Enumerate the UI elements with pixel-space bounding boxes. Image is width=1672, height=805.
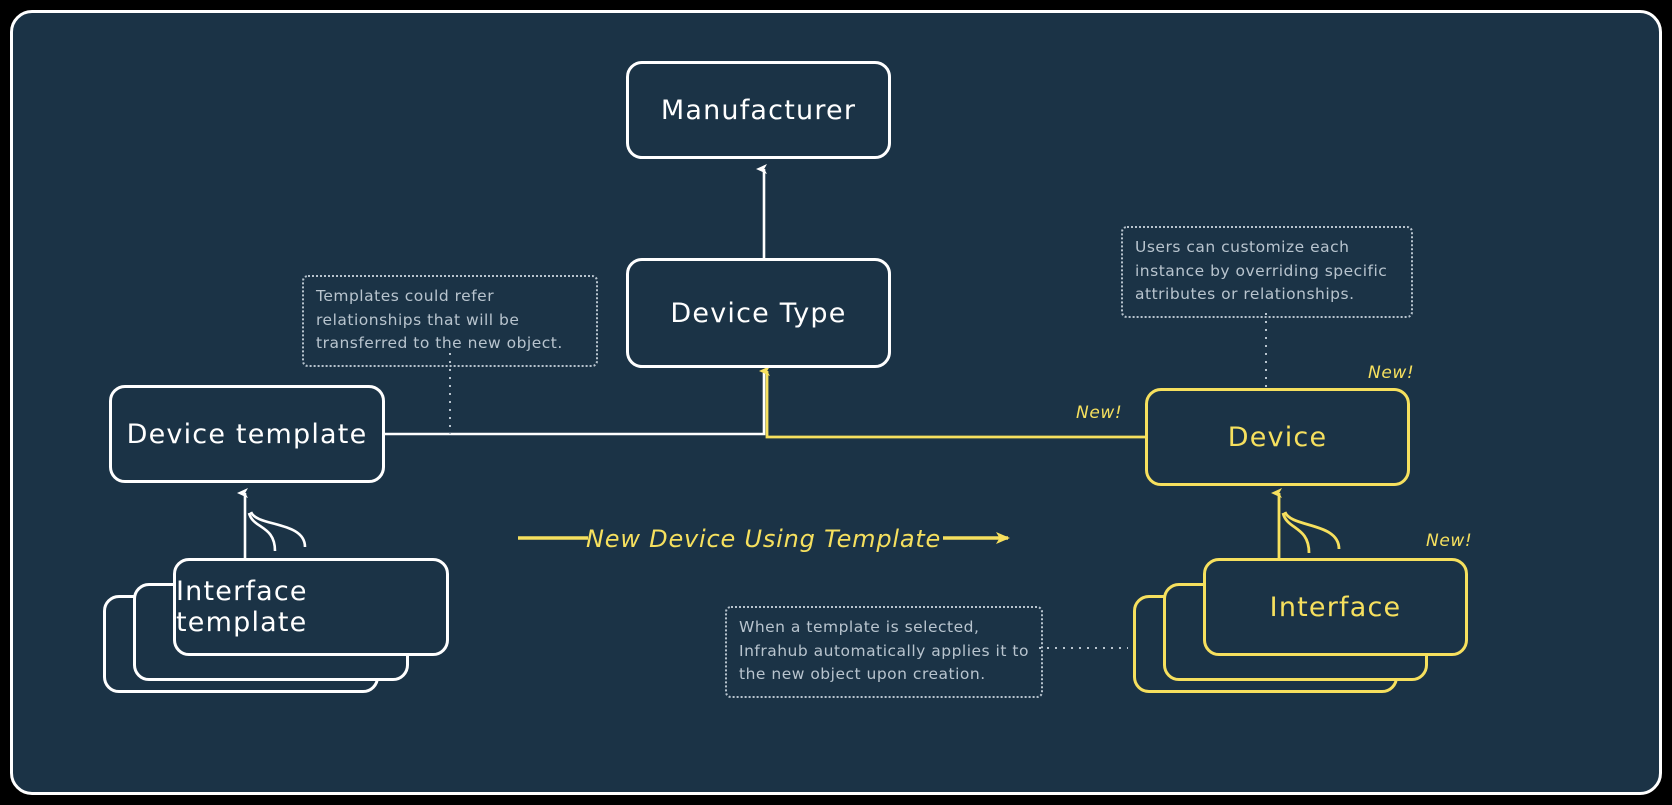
node-interface[interactable]: Interface: [1203, 558, 1468, 656]
flow-label: New Device Using Template: [586, 525, 942, 553]
node-device[interactable]: Device: [1145, 388, 1410, 486]
note-templates-refer: Templates could refer relationships that…: [302, 275, 598, 367]
node-manufacturer[interactable]: Manufacturer: [626, 61, 891, 159]
node-interface-template[interactable]: Interface template: [173, 558, 449, 656]
node-device-type-label: Device Type: [670, 297, 847, 329]
edge-devicetemplate-devicetype: [385, 373, 766, 436]
diagram-canvas: Manufacturer Device Type Device template…: [10, 10, 1662, 795]
badge-device-corner: New!: [1368, 363, 1415, 383]
note-users-customize: Users can customize each instance by ove…: [1121, 226, 1413, 318]
diagram-edges: [237, 164, 1341, 649]
node-manufacturer-label: Manufacturer: [660, 94, 857, 126]
note-auto-apply: When a template is selected, Infrahub au…: [725, 606, 1043, 698]
badge-device-edge: New!: [1076, 403, 1123, 423]
node-interface-label: Interface: [1269, 591, 1402, 623]
node-device-type[interactable]: Device Type: [626, 258, 891, 368]
node-interface-template-label: Interface template: [176, 576, 308, 638]
edge-device-devicetype: [759, 366, 1145, 439]
badge-interface-corner: New!: [1426, 531, 1473, 551]
node-device-template-label: Device template: [126, 418, 368, 450]
node-device-label: Device: [1227, 421, 1328, 453]
node-device-template[interactable]: Device template: [109, 385, 385, 483]
